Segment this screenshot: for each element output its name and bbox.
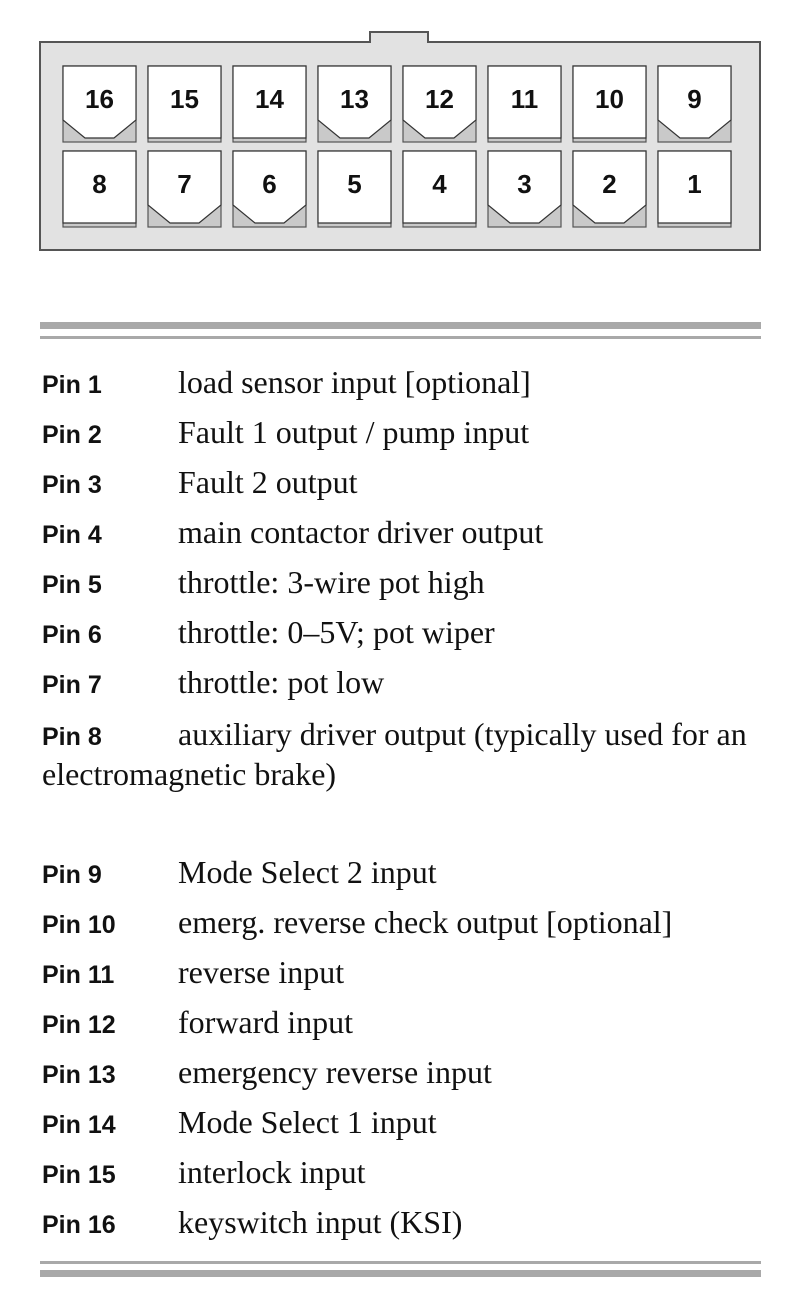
pin-description: load sensor input [optional] [178,364,531,400]
pin-cavity-12: 12 [402,65,477,143]
pin-row-1: Pin 1 load sensor input [optional] [42,364,792,414]
pin-description: throttle: 3-wire pot high [178,564,485,600]
pin-row-5: Pin 5 throttle: 3-wire pot high [42,564,792,614]
connector-diagram: 16 15 14 13 12 11 10 9 8 7 6 5 4 3 2 1 [39,31,761,251]
pin-description: Mode Select 2 input [178,854,437,890]
pin-number-10: 10 [595,84,624,114]
pin-number-2: 2 [602,169,616,199]
pin-row-4: Pin 4 main contactor driver output [42,514,792,564]
pin-cavity-13: 13 [317,65,392,143]
pin-label: Pin 4 [42,521,102,549]
pin-row-11: Pin 11 reverse input [42,954,792,1004]
pin-cavity-11: 11 [487,65,562,143]
pin-row-12: Pin 12 forward input [42,1004,792,1054]
pin-description: throttle: 0–5V; pot wiper [178,614,495,650]
pin-description: main contactor driver output [178,514,544,550]
pin-description: throttle: pot low [178,664,385,700]
pin-cavity-16: 16 [62,65,137,143]
pin-cavity-9: 9 [657,65,732,143]
pin-row-3: Pin 3 Fault 2 output [42,464,792,514]
pin-label: Pin 9 [42,861,102,889]
pin-number-5: 5 [347,169,361,199]
pin-label: Pin 2 [42,421,102,449]
top-rule-thin [40,336,761,339]
pin-description: Fault 2 output [178,464,358,500]
pin-row-14: Pin 14 Mode Select 1 input [42,1104,792,1154]
pin-label: Pin 6 [42,621,102,649]
pin-number-7: 7 [177,169,191,199]
top-rule-thick [40,322,761,329]
pin-row-7: Pin 7 throttle: pot low [42,664,792,714]
pin-label: Pin 3 [42,471,102,499]
pin-number-16: 16 [85,84,114,114]
pin-label: Pin 5 [42,571,102,599]
pin-description: keyswitch input (KSI) [178,1204,463,1240]
pin-label: Pin 13 [42,1061,116,1089]
pin-number-3: 3 [517,169,531,199]
pin-label: Pin 12 [42,1011,116,1039]
pin-row-15: Pin 15 interlock input [42,1154,792,1204]
pin-label: Pin 1 [42,371,102,399]
pin-list-group-1: Pin 1 load sensor input [optional] Pin 2 Fa… [42,364,792,794]
pin-number-9: 9 [687,84,701,114]
pin-cavity-14: 14 [232,65,307,143]
pin-number-14: 14 [255,84,284,114]
pin-cavity-15: 15 [147,65,222,143]
pin-number-4: 4 [432,169,447,199]
pin-label: Pin 14 [42,1111,116,1139]
bottom-rule-thick [40,1270,761,1277]
pin-row-2: Pin 2 Fault 1 output / pump input [42,414,792,464]
pin-number-1: 1 [687,169,701,199]
pin-cavity-3: 3 [487,150,562,228]
pin-cavity-10: 10 [572,65,647,143]
bottom-rule-thin [40,1261,761,1264]
pin-description: interlock input [178,1154,366,1190]
pin-label: Pin 10 [42,911,116,939]
pin-number-11: 11 [511,84,539,114]
pin-cavity-2: 2 [572,150,647,228]
pin-number-6: 6 [262,169,276,199]
pin-description: emergency reverse input [178,1054,492,1090]
pin-row-13: Pin 13 emergency reverse input [42,1054,792,1104]
pin-label: Pin 7 [42,671,102,699]
pin-label: Pin 11 [42,961,115,989]
pin-cavity-6: 6 [232,150,307,228]
pin-description: emerg. reverse check output [optional] [178,904,673,940]
pin-description: auxiliary driver output (typically used … [42,716,747,792]
pin-cavity-4: 4 [402,150,477,228]
pin-description: forward input [178,1004,354,1040]
pin-cavity-8: 8 [62,150,137,228]
pin-description: reverse input [178,954,345,990]
pin-label: Pin 8 [42,723,102,751]
pin-number-13: 13 [340,84,369,114]
pin-cavity-5: 5 [317,150,392,228]
pin-description: Mode Select 1 input [178,1104,437,1140]
pin-row-9: Pin 9 Mode Select 2 input [42,854,792,904]
pin-number-12: 12 [425,84,454,114]
pin-row-6: Pin 6 throttle: 0–5V; pot wiper [42,614,792,664]
pin-row-16: Pin 16 keyswitch input (KSI) [42,1204,792,1254]
pin-label: Pin 15 [42,1161,116,1189]
pin-label: Pin 16 [42,1211,116,1239]
pin-description: Fault 1 output / pump input [178,414,530,450]
pin-cavity-1: 1 [657,150,732,228]
pin-number-8: 8 [92,169,106,199]
pin-cavity-7: 7 [147,150,222,228]
pin-row-10: Pin 10 emerg. reverse check output [optio… [42,904,792,954]
pin-number-15: 15 [170,84,199,114]
